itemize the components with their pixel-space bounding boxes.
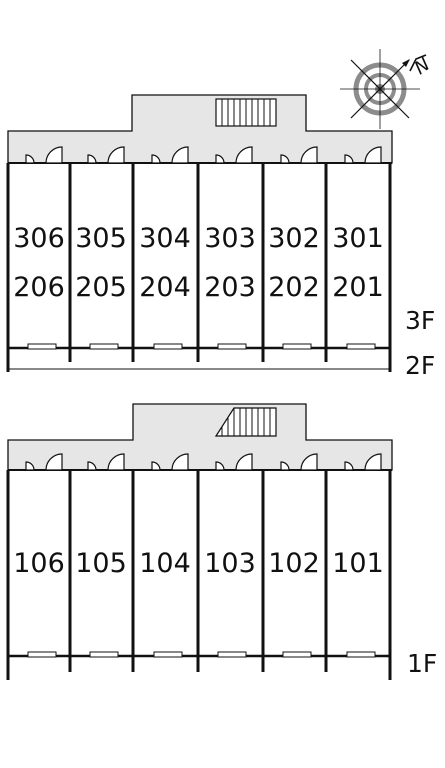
upper-staircase-icon <box>215 98 277 127</box>
row-2f-unit-labels: 206 205 204 203 202 201 <box>13 272 384 303</box>
row-3f-unit-labels: 306 305 304 303 302 301 <box>13 223 384 254</box>
unit-label: 105 <box>75 548 127 579</box>
upper-balcony <box>8 343 390 370</box>
unit-label: 202 <box>268 272 320 303</box>
unit-label: 302 <box>268 223 320 254</box>
unit-label: 303 <box>204 223 256 254</box>
upper-corridor <box>7 94 393 164</box>
unit-label: 204 <box>139 272 191 303</box>
unit-label: 305 <box>75 223 127 254</box>
unit-label: 104 <box>139 548 191 579</box>
lower-staircase-icon <box>214 407 277 437</box>
row-1f-unit-labels: 106 105 104 103 102 101 <box>13 548 384 579</box>
lower-building-block: 106 105 104 103 102 101 <box>6 403 393 680</box>
lower-door-icons <box>25 453 382 471</box>
upper-door-icons <box>25 146 382 164</box>
unit-label: 101 <box>332 548 384 579</box>
unit-label: 306 <box>13 223 65 254</box>
floor-label-1f: 1F <box>407 649 437 678</box>
unit-label: 304 <box>139 223 191 254</box>
floor-label-3f: 3F <box>405 306 435 335</box>
lower-balcony <box>8 651 390 658</box>
lower-unit-walls <box>6 470 392 680</box>
unit-label: 203 <box>204 272 256 303</box>
floor-label-2f: 2F <box>405 351 435 380</box>
unit-label: 106 <box>13 548 65 579</box>
unit-label: 206 <box>13 272 65 303</box>
upper-unit-walls <box>6 163 392 372</box>
lower-corridor <box>7 403 393 471</box>
compass-icon: N <box>340 49 434 129</box>
compass-north-label: N <box>411 54 434 79</box>
unit-label: 301 <box>332 223 384 254</box>
upper-building-block: 306 305 304 303 302 301 206 205 204 203 … <box>6 94 393 372</box>
unit-label: 102 <box>268 548 320 579</box>
unit-label: 205 <box>75 272 127 303</box>
unit-label: 103 <box>204 548 256 579</box>
unit-label: 201 <box>332 272 384 303</box>
